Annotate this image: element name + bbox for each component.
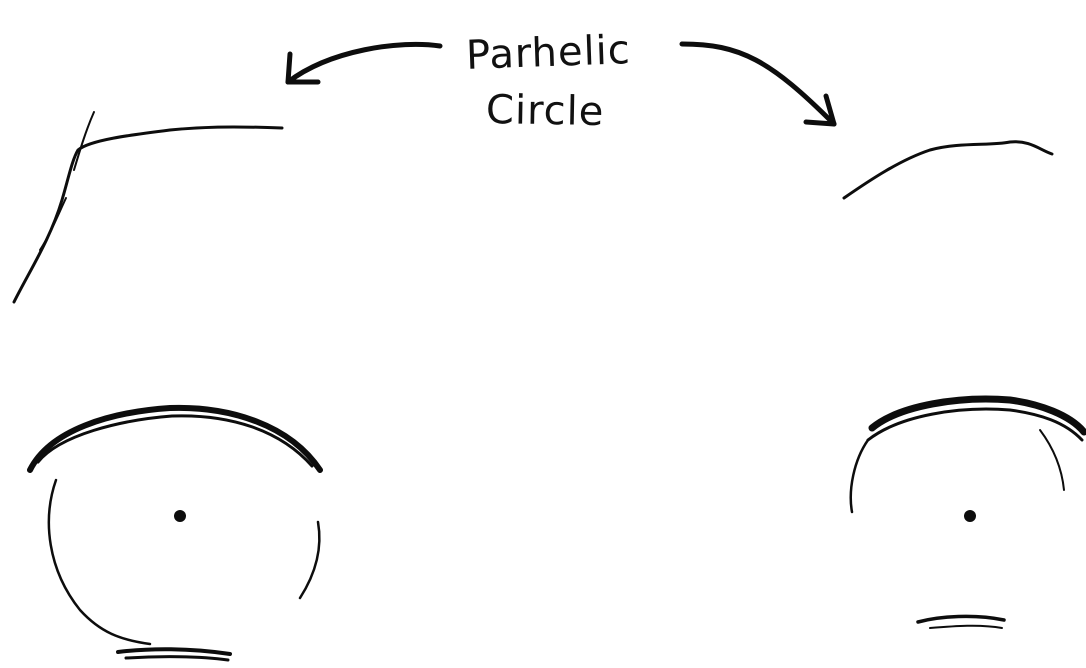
right-sun-dot	[964, 510, 976, 522]
annotation-label-line-1: Parhelic	[465, 27, 631, 79]
left-sun-halo	[30, 408, 320, 660]
right-arrow	[682, 44, 834, 124]
parhelic-circle-right-arc	[844, 142, 1052, 198]
left-sun-dot	[174, 510, 186, 522]
annotation-label-line-2: Circle	[486, 87, 605, 135]
parhelic-circle-left-arc	[14, 112, 282, 302]
left-arrow	[288, 44, 440, 82]
